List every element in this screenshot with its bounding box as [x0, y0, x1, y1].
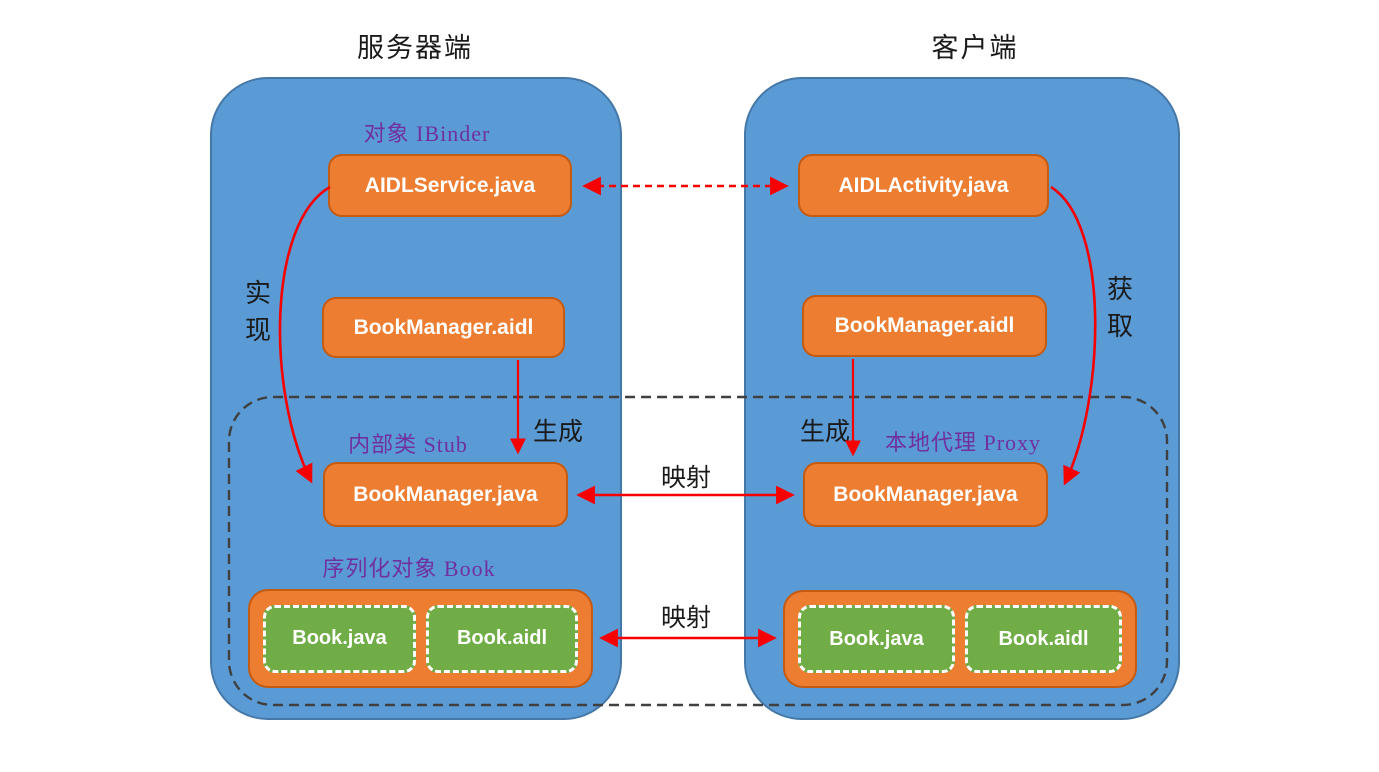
edge-label-generate-server: 生成	[532, 419, 583, 446]
group-book-client: Book.java Book.aidl	[783, 590, 1137, 688]
box-book-java-client: Book.java	[798, 605, 955, 673]
label-inner-class-stub: 内部类 Stub	[348, 432, 468, 457]
box-aidlservice-java: AIDLService.java	[328, 154, 572, 217]
edge-label-map-manager: 映射	[660, 465, 711, 492]
box-book-java-server: Book.java	[263, 604, 416, 673]
edge-label-map-book: 映射	[660, 605, 711, 632]
box-bookmanager-java-server: BookManager.java	[323, 462, 568, 527]
label-local-proxy: 本地代理 Proxy	[884, 430, 1042, 455]
group-book-server: Book.java Book.aidl	[248, 589, 593, 688]
box-aidlactivity-java: AIDLActivity.java	[798, 154, 1049, 217]
server-title: 服务器端	[357, 33, 473, 63]
edge-label-implement: 实现	[244, 279, 271, 345]
box-bookmanager-java-client: BookManager.java	[803, 462, 1048, 527]
edge-label-generate-client: 生成	[799, 419, 850, 446]
box-book-aidl-server: Book.aidl	[426, 604, 578, 673]
edge-label-obtain: 获取	[1106, 275, 1133, 341]
box-bookmanager-aidl-client: BookManager.aidl	[802, 295, 1047, 357]
label-serializable-book: 序列化对象 Book	[322, 556, 496, 581]
box-book-aidl-client: Book.aidl	[965, 605, 1122, 673]
box-bookmanager-aidl-server: BookManager.aidl	[322, 297, 565, 358]
label-object-ibinder: 对象 IBinder	[363, 121, 491, 146]
client-title: 客户端	[931, 33, 1019, 63]
